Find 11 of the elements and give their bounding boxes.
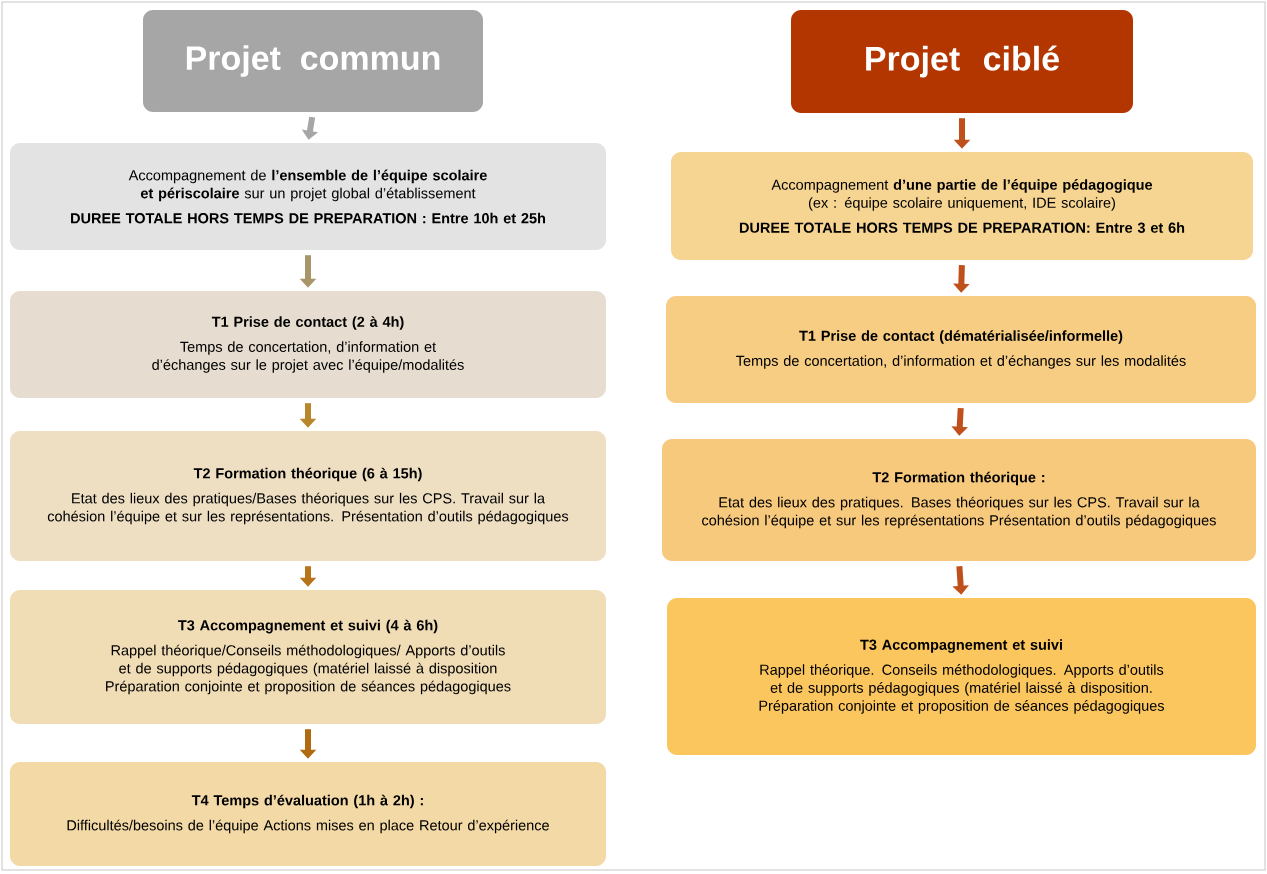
process-box: T2 Formation théorique : Etat des lieux des pratiques. Bases théoriques sur les CPS. Travail sur la cohésion l’équipe et sur les représentations Présentation d’outils pédagogiques: [662, 439, 1256, 561]
process-box: Accompagnement de l’ensemble de l’équipe scolaire et périscolaire sur un projet global d’établissement DUREE TOTALE HORS TEMPS DE PREPARATION : Entre 10h et 25h: [10, 143, 606, 250]
process-box: T1 Prise de contact (2 à 4h) Temps de concertation, d’information et d’échanges sur le projet avec l’équipe/modalités: [10, 291, 606, 398]
title-box: Projet commun: [143, 10, 483, 112]
process-box: T2 Formation théorique (6 à 15h) Etat des lieux des pratiques/Bases théoriques sur les CPS. Travail sur la cohésion l’équipe et sur les représentations. Présentation d’outils pédagogiques: [10, 431, 606, 561]
process-box: Accompagnement d’une partie de l’équipe pédagogique (ex : équipe scolaire uniquement, IDE scolaire) DUREE TOTALE HORS TEMPS DE PREPARATION: Entre 3 et 6h: [671, 152, 1253, 260]
process-box: T3 Accompagnement et suivi (4 à 6h) Rappel théorique/Conseils méthodologiques/ Apports d’outils et de supports pédagogiques (matériel laissé à disposition Préparation conjointe et proposition de séances pédagogiques: [10, 590, 606, 724]
title-box: Projet ciblé: [791, 10, 1133, 113]
process-box: T1 Prise de contact (dématérialisée/informelle) Temps de concertation, d’information et d’échanges sur les modalités: [666, 296, 1256, 403]
process-box: T3 Accompagnement et suivi Rappel théorique. Conseils méthodologiques. Apports d’outils et de supports pédagogiques (matériel laissé à disposition. Préparation conjointe et proposition de séances pédagogiques: [667, 598, 1256, 755]
process-box: T4 Temps d’évaluation (1h à 2h) : Difficultés/besoins de l’équipe Actions mises en place Retour d’expérience: [10, 762, 606, 866]
